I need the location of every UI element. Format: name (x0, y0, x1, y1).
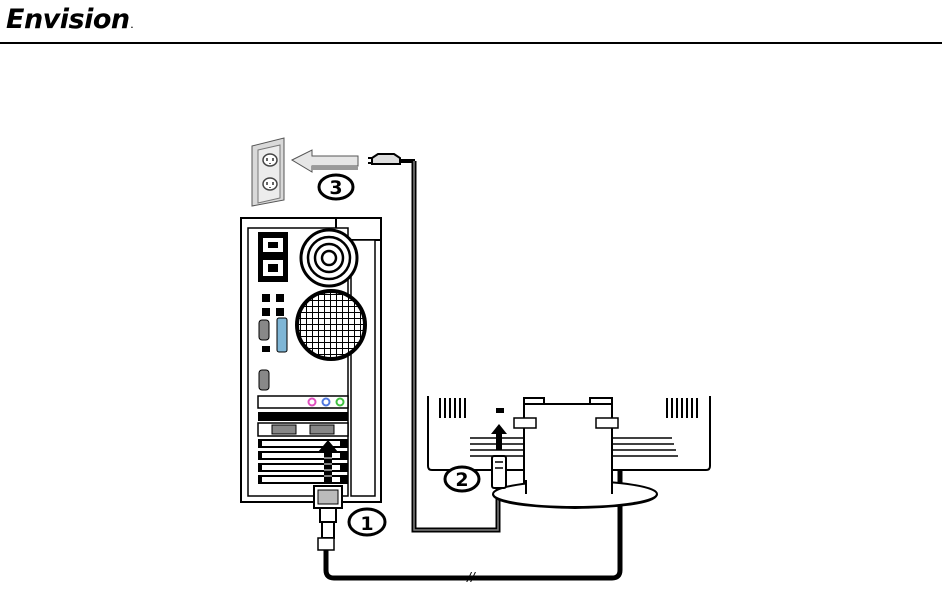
arrow-icon (292, 150, 358, 172)
power-plug-icon (368, 154, 415, 164)
step-3-label: 3 (329, 177, 342, 199)
pc-tower-icon (241, 218, 381, 502)
vga-connector-icon (314, 486, 342, 550)
step-2-label: 2 (455, 469, 468, 491)
step-1-marker: 1 (349, 509, 385, 535)
wall-outlet-icon (252, 138, 284, 206)
step-1-label: 1 (360, 513, 373, 535)
step-2-marker: 2 (445, 467, 479, 491)
monitor-back-icon (428, 396, 710, 508)
step-3-marker: 3 (319, 175, 353, 199)
power-plug-icon (492, 456, 506, 488)
